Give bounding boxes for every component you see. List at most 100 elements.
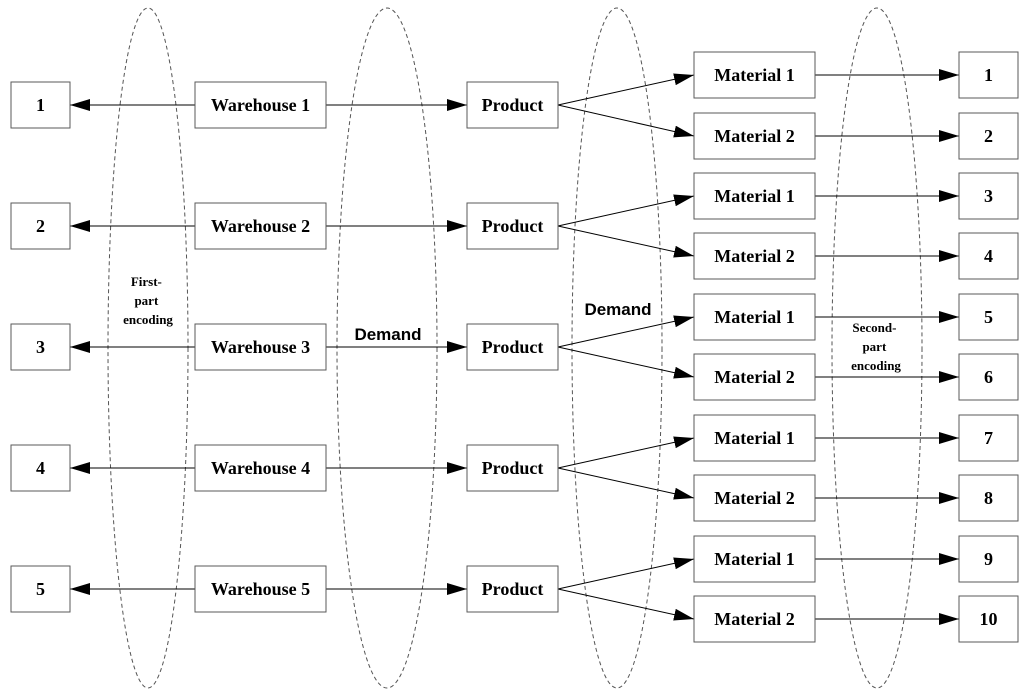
product-box-5-label: Product xyxy=(482,579,544,599)
right-code-box-6-label: 6 xyxy=(984,367,993,387)
left-code-box-3: 3 xyxy=(10,323,71,371)
right-code-box-6-frame xyxy=(958,353,1019,401)
arrow-product-to-material-9 xyxy=(557,557,695,590)
arrow-product-to-material-2 xyxy=(557,104,695,138)
material-box-8-label: Material 2 xyxy=(714,488,794,508)
left-code-box-1: 1 xyxy=(10,81,71,129)
right-code-box-6: 6 xyxy=(958,353,1019,401)
right-code-box-8: 8 xyxy=(958,474,1019,522)
arrow-product-to-material-7 xyxy=(557,436,695,469)
material-box-5-label: Material 1 xyxy=(714,307,794,327)
right-code-box-7-label: 7 xyxy=(984,428,993,448)
material-box-6-label: Material 2 xyxy=(714,367,794,387)
left-code-box-3-frame xyxy=(10,323,71,371)
right-code-box-4-label: 4 xyxy=(984,246,993,266)
left-code-box-2: 2 xyxy=(10,202,71,250)
left-code-box-5-label: 5 xyxy=(36,579,45,599)
right-code-box-8-frame xyxy=(958,474,1019,522)
product-box-3-frame xyxy=(466,323,559,371)
material-box-9: Material 1 xyxy=(693,535,816,583)
material-box-4: Material 2 xyxy=(693,232,816,280)
right-code-box-2: 2 xyxy=(958,112,1019,160)
second-part-line-1: Second- xyxy=(852,320,896,335)
right-code-box-1-frame xyxy=(958,51,1019,99)
first-part-line-1: First- xyxy=(131,274,162,289)
right-code-box-7: 7 xyxy=(958,414,1019,462)
right-code-box-5-label: 5 xyxy=(984,307,993,327)
right-code-box-9-frame xyxy=(958,535,1019,583)
arrow-product-to-material-10 xyxy=(557,588,695,621)
product-box-2-frame xyxy=(466,202,559,250)
warehouse-box-2: Warehouse 2 xyxy=(194,202,327,250)
material-box-5: Material 1 xyxy=(693,293,816,341)
demand-ellipse-1 xyxy=(336,7,438,689)
right-code-box-7-frame xyxy=(958,414,1019,462)
warehouse-box-3-frame xyxy=(194,323,327,371)
material-box-8-frame xyxy=(693,474,816,522)
right-code-box-1: 1 xyxy=(958,51,1019,99)
material-box-3-frame xyxy=(693,172,816,220)
right-code-box-4: 4 xyxy=(958,232,1019,280)
product-box-1-label: Product xyxy=(482,95,544,115)
material-box-10-frame xyxy=(693,595,816,643)
arrow-product-to-material-6 xyxy=(557,346,695,379)
material-box-6: Material 2 xyxy=(693,353,816,401)
arrow-product-to-material-3 xyxy=(557,194,695,227)
warehouse-box-1-label: Warehouse 1 xyxy=(211,95,310,115)
right-code-box-3-frame xyxy=(958,172,1019,220)
warehouse-box-5: Warehouse 5 xyxy=(194,565,327,613)
right-code-box-1-label: 1 xyxy=(984,65,993,85)
warehouse-box-1: Warehouse 1 xyxy=(194,81,327,129)
right-code-box-9-label: 9 xyxy=(984,549,993,569)
right-code-box-9: 9 xyxy=(958,535,1019,583)
material-box-4-frame xyxy=(693,232,816,280)
arrow-product-to-material-5 xyxy=(557,315,695,348)
material-box-7-frame xyxy=(693,414,816,462)
arrow-product-to-material-4 xyxy=(557,225,695,258)
product-box-5: Product xyxy=(466,565,559,613)
material-box-1: Material 1 xyxy=(693,51,816,99)
arrow-product-to-material-1 xyxy=(557,73,695,106)
first-part-label: First- part encoding xyxy=(123,274,173,327)
right-code-box-2-frame xyxy=(958,112,1019,160)
left-code-box-1-label: 1 xyxy=(36,95,45,115)
second-part-ellipse xyxy=(831,7,923,689)
right-code-box-10-label: 10 xyxy=(980,609,998,629)
warehouse-box-1-frame xyxy=(194,81,327,129)
material-box-1-frame xyxy=(693,51,816,99)
material-box-5-frame xyxy=(693,293,816,341)
warehouse-box-4: Warehouse 4 xyxy=(194,444,327,492)
left-code-box-3-label: 3 xyxy=(36,337,45,357)
material-box-2: Material 2 xyxy=(693,112,816,160)
right-code-box-10: 10 xyxy=(958,595,1019,643)
warehouse-box-5-label: Warehouse 5 xyxy=(211,579,310,599)
right-code-box-10-frame xyxy=(958,595,1019,643)
product-box-3-label: Product xyxy=(482,337,544,357)
left-code-box-4: 4 xyxy=(10,444,71,492)
arrow-product-to-material-8 xyxy=(557,467,695,500)
right-code-box-4-frame xyxy=(958,232,1019,280)
product-box-4: Product xyxy=(466,444,559,492)
left-code-box-2-frame xyxy=(10,202,71,250)
right-code-box-3-label: 3 xyxy=(984,186,993,206)
first-part-line-3: encoding xyxy=(123,312,173,327)
warehouse-box-4-frame xyxy=(194,444,327,492)
product-box-2-label: Product xyxy=(482,216,544,236)
material-box-7-label: Material 1 xyxy=(714,428,794,448)
material-box-9-label: Material 1 xyxy=(714,549,794,569)
material-box-10: Material 2 xyxy=(693,595,816,643)
demand-label-2: Demand xyxy=(584,300,651,319)
material-box-1-label: Material 1 xyxy=(714,65,794,85)
material-box-4-label: Material 2 xyxy=(714,246,794,266)
warehouse-box-4-label: Warehouse 4 xyxy=(211,458,310,478)
warehouse-box-2-frame xyxy=(194,202,327,250)
second-part-label: Second- part encoding xyxy=(851,320,901,373)
first-part-ellipse xyxy=(107,7,189,689)
left-code-box-1-frame xyxy=(10,81,71,129)
material-box-9-frame xyxy=(693,535,816,583)
first-part-line-2: part xyxy=(134,293,159,308)
second-part-line-3: encoding xyxy=(851,358,901,373)
product-box-1: Product xyxy=(466,81,559,129)
edges xyxy=(70,69,959,625)
